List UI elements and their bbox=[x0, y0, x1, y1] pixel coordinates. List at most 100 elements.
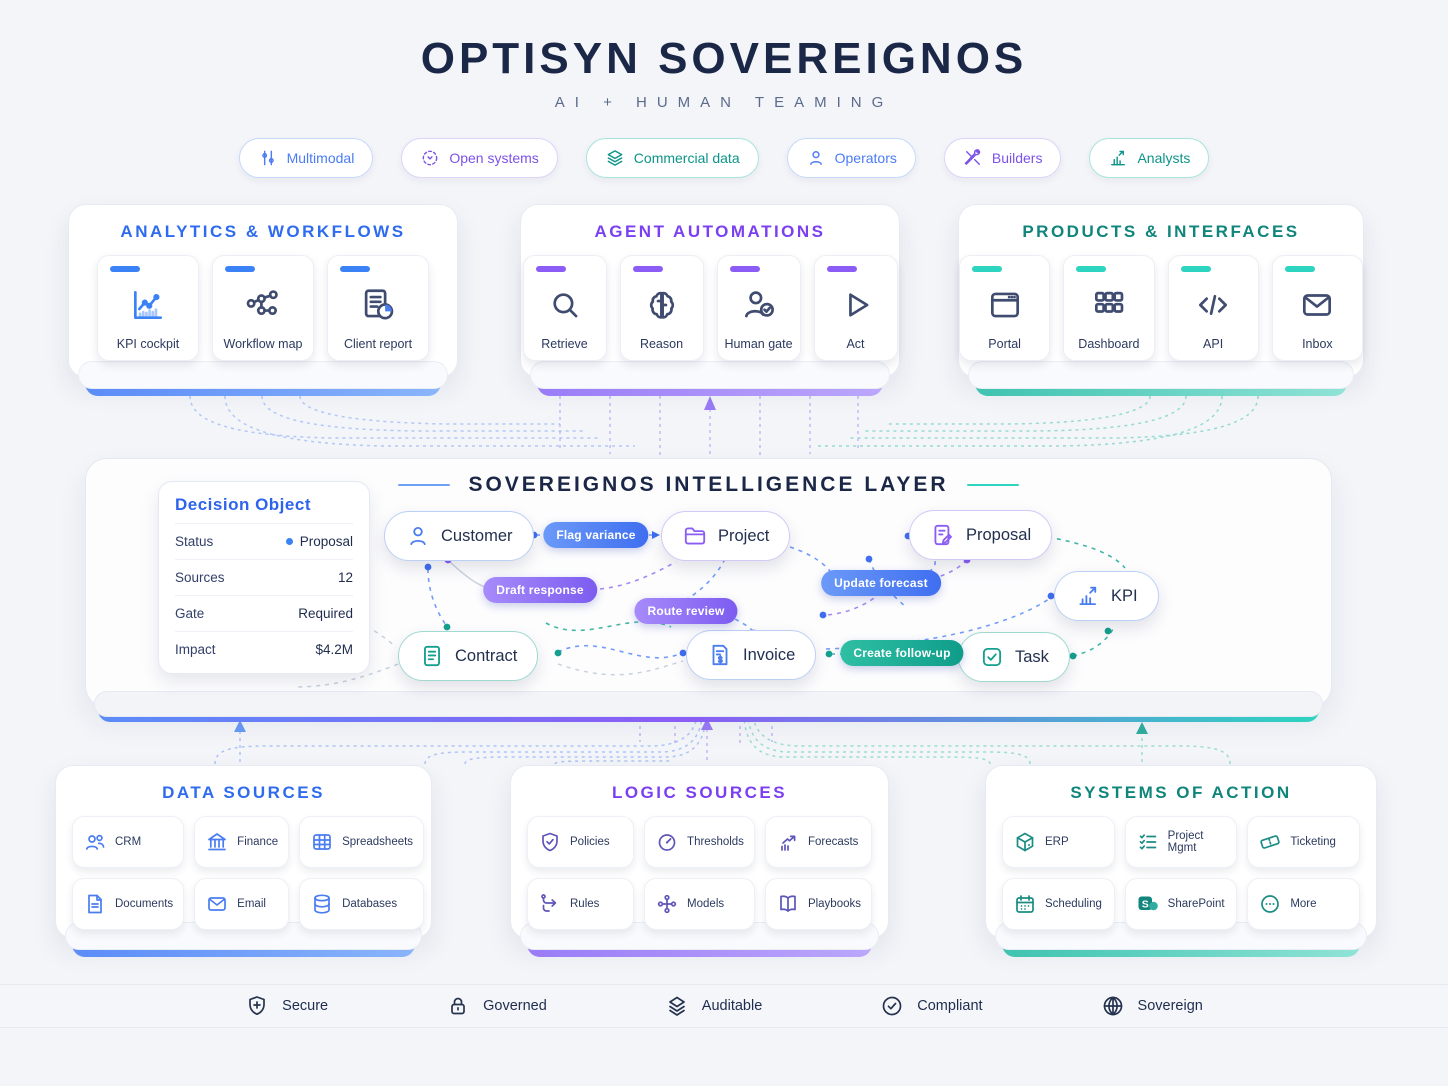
entity-kpi: KPI bbox=[1054, 571, 1159, 621]
chip-label: ERP bbox=[1045, 836, 1069, 848]
entity-label: KPI bbox=[1111, 586, 1138, 605]
tag-flag-variance: Flag variance bbox=[543, 522, 649, 548]
badge-label: Builders bbox=[991, 150, 1043, 166]
folder-icon bbox=[682, 523, 708, 549]
flow-arrow-icon bbox=[538, 892, 562, 916]
card-label: Client report bbox=[343, 337, 413, 351]
card-label: Dashboard bbox=[1078, 337, 1140, 351]
page-subtitle: AI + HUMAN TEAMING bbox=[554, 94, 894, 111]
title-dash-right bbox=[966, 484, 1019, 486]
chip-rules: Rules bbox=[527, 878, 635, 930]
entity-contract: Contract bbox=[398, 631, 539, 681]
tag-label: Draft response bbox=[496, 583, 584, 597]
decision-row-impact: Impact $4.2M bbox=[175, 631, 353, 667]
tools-icon bbox=[963, 148, 983, 168]
footer-governed: Governed bbox=[446, 994, 547, 1018]
accent-bar bbox=[1284, 266, 1315, 272]
chip-label: Playbooks bbox=[807, 898, 861, 910]
code-icon bbox=[1194, 284, 1232, 326]
accent-bar bbox=[1180, 266, 1211, 272]
tag-route-review: Route review bbox=[634, 598, 738, 624]
badge-commercial-data: Commercial data bbox=[585, 138, 759, 178]
chip-forecasts: Forecasts bbox=[764, 816, 872, 868]
cube-icon bbox=[1013, 830, 1037, 854]
tag-draft-response: Draft response bbox=[483, 577, 597, 603]
tag-create-follow-up: Create follow-up bbox=[840, 640, 964, 666]
decision-row-status: Status Proposal bbox=[175, 523, 353, 559]
row-label: Status bbox=[175, 534, 214, 549]
card-label: Workflow map bbox=[223, 337, 303, 351]
chip-playbooks: Playbooks bbox=[764, 878, 872, 930]
card-human-gate: Human gate bbox=[716, 255, 801, 361]
check-square-icon bbox=[979, 644, 1005, 670]
chip-sharepoint: S SharePoint bbox=[1124, 878, 1238, 930]
chip-label: Rules bbox=[570, 898, 600, 910]
calendar-icon bbox=[1013, 892, 1037, 916]
row-label: Sources bbox=[175, 570, 225, 585]
card-portal: Portal bbox=[959, 255, 1051, 361]
card-label: Reason bbox=[639, 337, 684, 351]
row-label: Gate bbox=[175, 606, 205, 621]
entity-project: Project bbox=[661, 511, 791, 561]
accent-bar bbox=[729, 266, 760, 272]
report-pie-icon bbox=[359, 284, 397, 326]
globe-icon bbox=[1101, 994, 1125, 1018]
shield-plus-icon bbox=[245, 994, 269, 1018]
card-kpi-cockpit: KPI cockpit bbox=[97, 255, 199, 361]
chip-label: More bbox=[1290, 898, 1317, 910]
entity-label: Contract bbox=[455, 646, 518, 665]
chip-spreadsheets: Spreadsheets bbox=[299, 816, 425, 868]
entity-label: Invoice bbox=[743, 645, 796, 664]
ellipsis-circle-icon bbox=[1258, 892, 1282, 916]
accent-bar bbox=[340, 266, 370, 272]
accent-bar bbox=[225, 266, 255, 272]
database-icon bbox=[310, 892, 334, 916]
status-dot bbox=[285, 538, 293, 545]
badge-multimodal: Multimodal bbox=[238, 138, 374, 178]
entity-label: Customer bbox=[441, 526, 513, 545]
document-icon bbox=[83, 892, 107, 916]
dashed-circle-icon bbox=[420, 148, 440, 168]
kpi-chart-icon bbox=[129, 284, 167, 326]
badge-operators: Operators bbox=[786, 138, 916, 178]
layer-title: SOVEREIGNOS INTELLIGENCE LAYER bbox=[468, 473, 949, 496]
tag-label: Flag variance bbox=[556, 528, 636, 542]
row-value: Proposal bbox=[299, 534, 353, 549]
chip-policies: Policies bbox=[527, 816, 635, 868]
sliders-icon bbox=[258, 148, 278, 168]
card-label: Inbox bbox=[1302, 337, 1333, 351]
footer-label: Compliant bbox=[917, 998, 983, 1014]
shield-check-icon bbox=[538, 830, 562, 854]
badge-label: Analysts bbox=[1137, 150, 1191, 166]
panel-products-interfaces: PRODUCTS & INTERFACES Portal Dashboard A… bbox=[958, 204, 1364, 396]
chip-label: Finance bbox=[237, 836, 279, 848]
chip-more: More bbox=[1247, 878, 1360, 930]
connector-bottom-flows bbox=[214, 711, 1231, 765]
chip-label: SharePoint bbox=[1167, 898, 1225, 910]
chip-documents: Documents bbox=[72, 878, 185, 930]
card-label: Human gate bbox=[724, 337, 793, 351]
badge-label: Open systems bbox=[449, 150, 539, 166]
footer-sovereign: Sovereign bbox=[1101, 994, 1203, 1018]
footer-label: Sovereign bbox=[1137, 998, 1203, 1014]
entity-label: Project bbox=[718, 526, 770, 545]
badge-label: Operators bbox=[834, 150, 897, 166]
envelope-icon bbox=[205, 892, 229, 916]
card-reason: Reason bbox=[619, 255, 704, 361]
connector-top-flows bbox=[189, 395, 1259, 455]
row-value: 12 bbox=[337, 570, 353, 585]
chip-ticketing: Ticketing bbox=[1247, 816, 1360, 868]
accent-bar bbox=[632, 266, 663, 272]
footer-auditable: Auditable bbox=[665, 994, 762, 1018]
accent-bar bbox=[110, 266, 140, 272]
badge-open-systems: Open systems bbox=[401, 138, 558, 178]
card-api: API bbox=[1167, 255, 1259, 361]
tag-label: Create follow-up bbox=[853, 646, 951, 660]
panel-title: ANALYTICS & WORKFLOWS bbox=[120, 222, 406, 241]
gauge-icon bbox=[655, 830, 679, 854]
chip-erp: ERP bbox=[1002, 816, 1115, 868]
panel-title: PRODUCTS & INTERFACES bbox=[1022, 222, 1300, 241]
sharepoint-icon: S bbox=[1136, 892, 1160, 916]
card-label: KPI cockpit bbox=[116, 337, 180, 351]
card-label: API bbox=[1203, 337, 1224, 351]
